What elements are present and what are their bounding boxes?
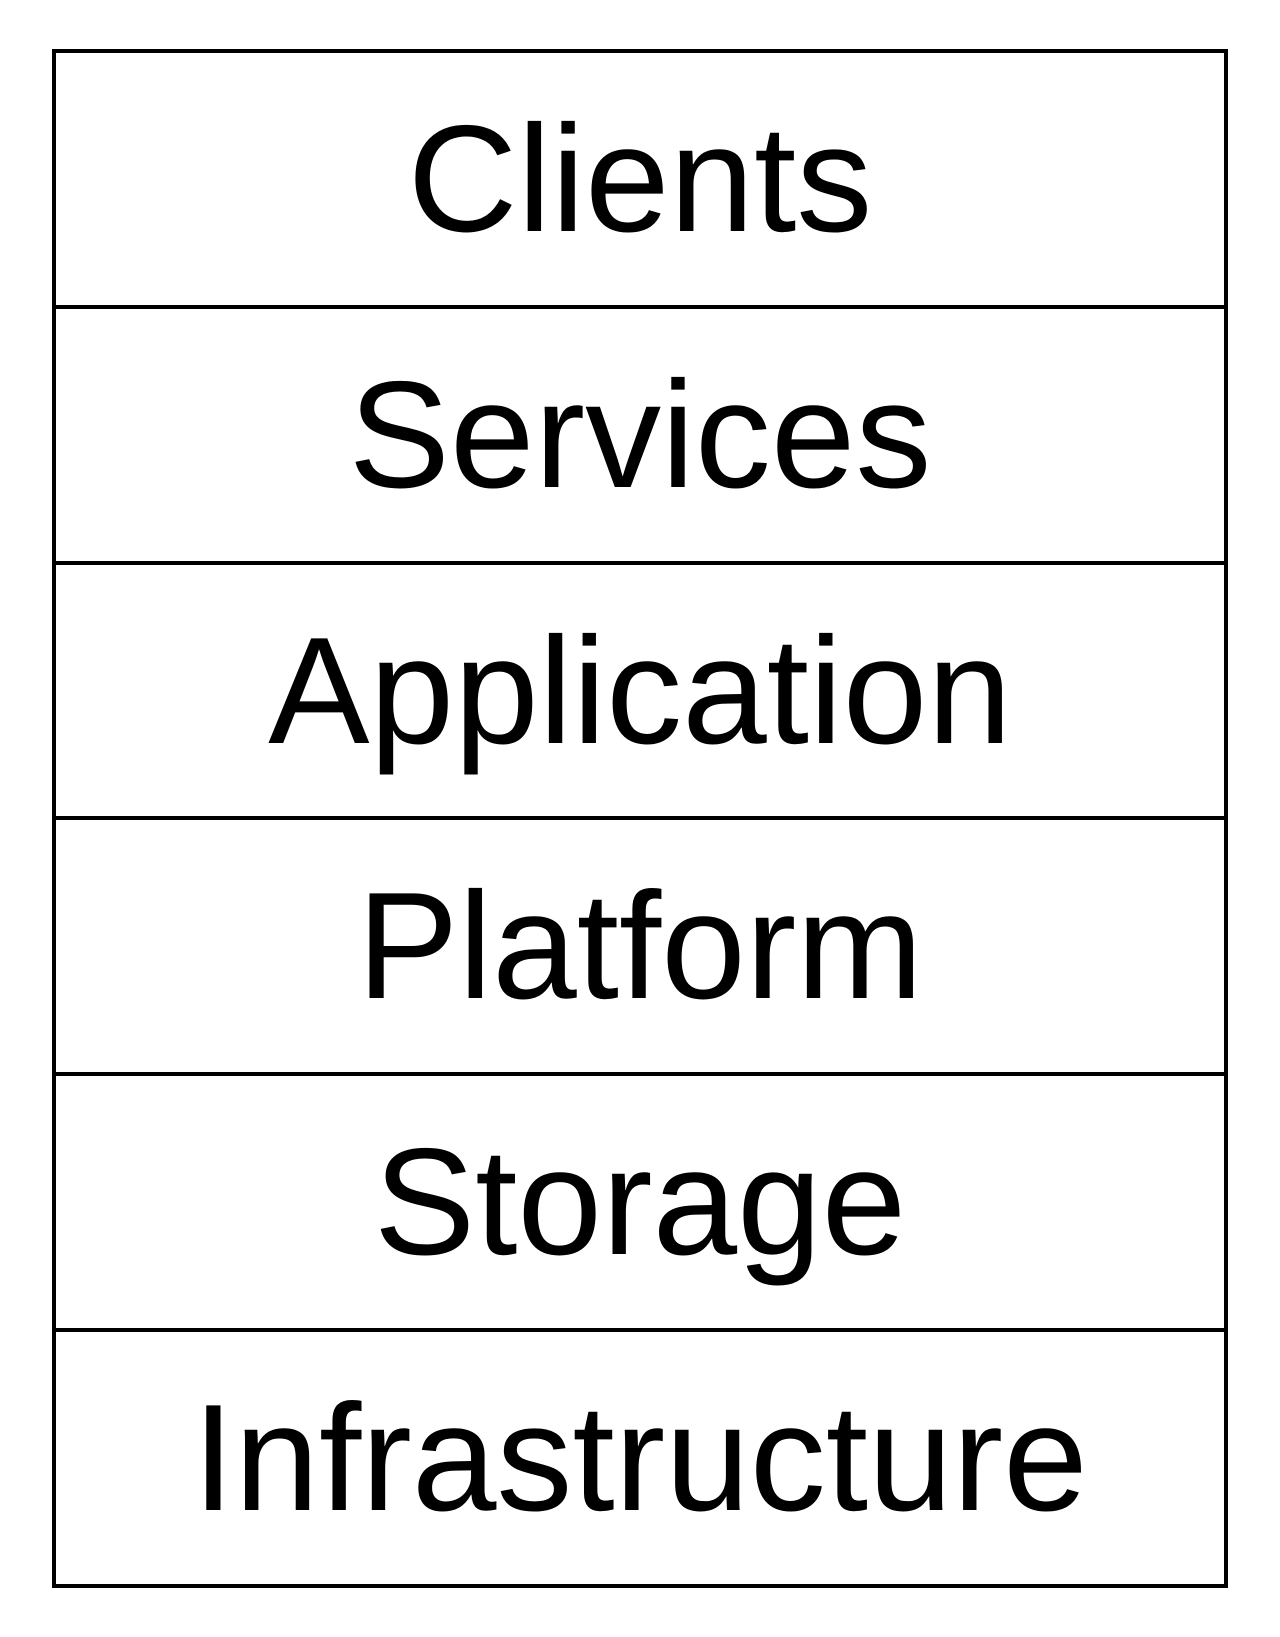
layer-label-services: Services <box>348 349 932 520</box>
layer-storage: Storage <box>56 1072 1224 1328</box>
layer-platform: Platform <box>56 816 1224 1072</box>
layer-label-platform: Platform <box>357 861 923 1032</box>
layer-application: Application <box>56 560 1224 817</box>
layer-stack-diagram: Clients Services Application Platform St… <box>52 49 1228 1588</box>
layer-label-storage: Storage <box>373 1117 907 1288</box>
layer-label-application: Application <box>268 605 1012 776</box>
layer-infrastructure: Infrastructure <box>56 1328 1224 1584</box>
layer-services: Services <box>56 304 1224 561</box>
layer-clients: Clients <box>56 53 1224 305</box>
layer-label-infrastructure: Infrastructure <box>192 1373 1088 1544</box>
layer-label-clients: Clients <box>407 93 873 264</box>
